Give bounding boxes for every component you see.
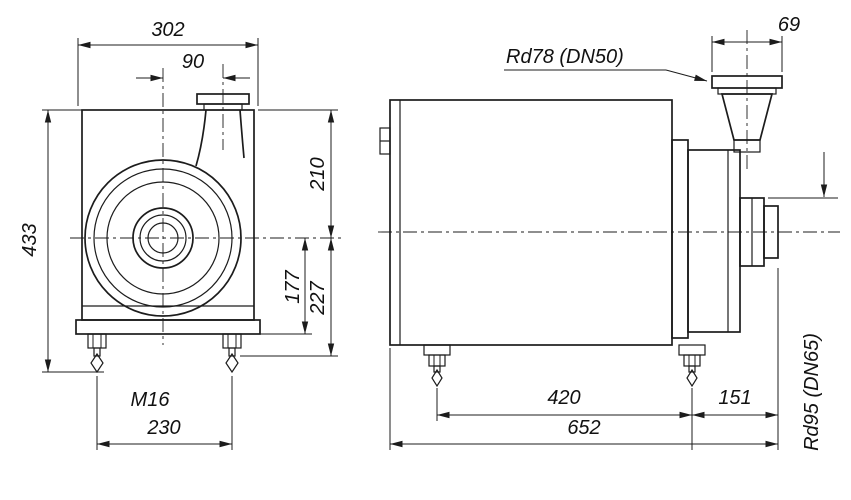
dim-bolt-spacing-label: 230 — [146, 417, 180, 439]
casing-backplate — [671, 139, 689, 339]
front-view-dimensions: 302 90 433 210 177 227 M16 — [19, 19, 338, 450]
dim-overall-length-label: 652 — [567, 417, 600, 439]
front-right-foot-bolt — [222, 333, 242, 374]
inlet-thread-label: Rd95 (DN65) — [801, 333, 823, 451]
dim-center-to-bolt-label: 227 — [307, 280, 329, 315]
dim-port-offset-label: 90 — [182, 51, 204, 73]
dim-outlet-width-label: 69 — [778, 14, 800, 36]
side-left-foot-bolt — [423, 344, 451, 388]
base-plate — [75, 319, 261, 335]
side-view-dimensions: 69 Rd78 (DN50) Rd95 (DN65) 420 151 652 — [389, 14, 838, 451]
dim-foot-spacing-label: 420 — [547, 387, 580, 409]
side-view-outline — [379, 75, 783, 346]
front-view-centerlines — [70, 64, 344, 345]
dim-overall-width-label: 302 — [151, 19, 184, 41]
pump-side-view: 69 Rd78 (DN50) Rd95 (DN65) 420 151 652 — [378, 14, 840, 451]
pump-casing — [687, 149, 741, 333]
side-view-centerlines — [378, 30, 840, 233]
front-left-foot-bolt — [87, 333, 107, 374]
motor-body — [389, 99, 673, 346]
outlet-thread-label: Rd78 (DN50) — [506, 46, 624, 68]
dim-center-to-base-label: 177 — [282, 269, 304, 303]
front-view-outline — [75, 93, 261, 335]
dim-top-to-center-label: 210 — [307, 157, 329, 191]
pump-front-view: 302 90 433 210 177 227 M16 — [19, 19, 344, 450]
bolt-thread-label: M16 — [131, 389, 171, 411]
side-right-foot-bolt — [678, 344, 706, 388]
dim-overall-height-label: 433 — [19, 223, 41, 256]
dim-foot-to-inlet-label: 151 — [718, 387, 751, 409]
